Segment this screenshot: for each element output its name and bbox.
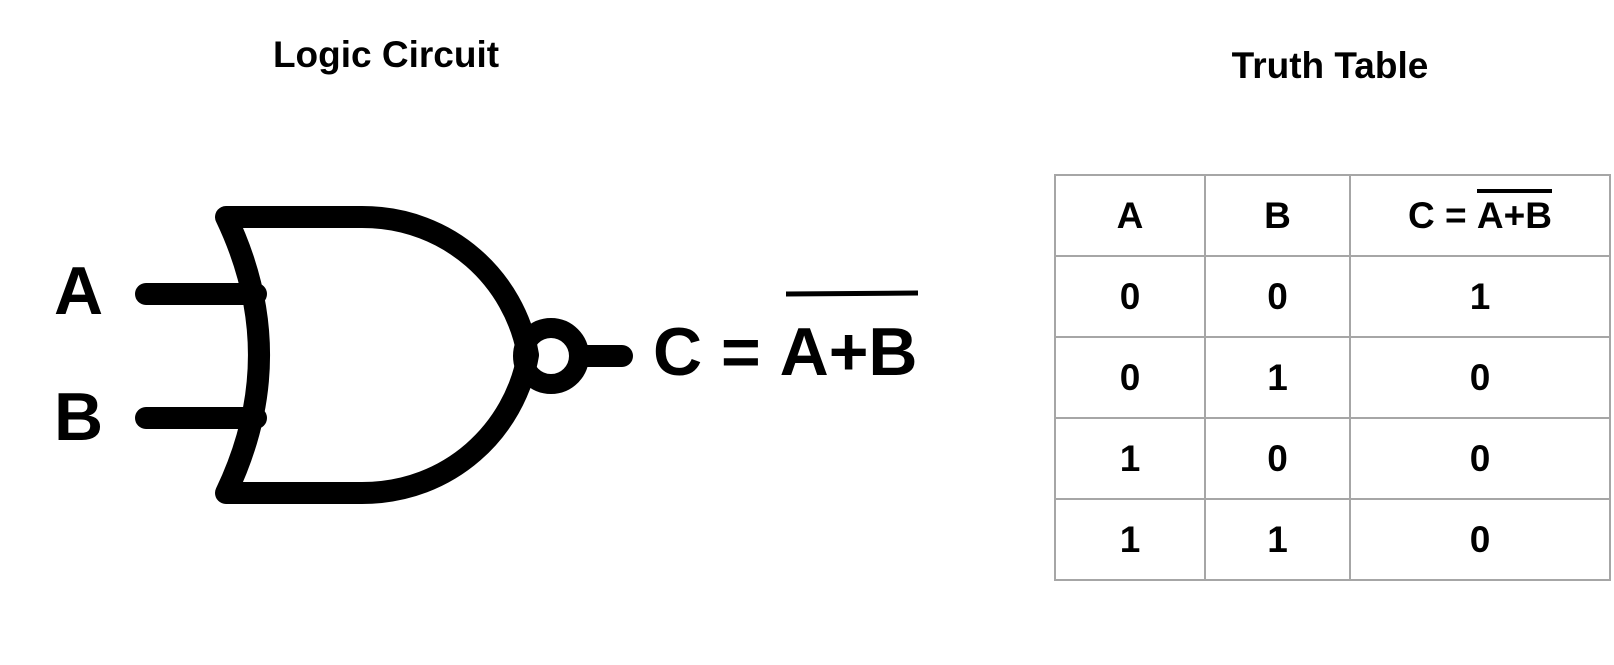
table-row: 0 1 0 (1054, 336, 1611, 419)
header-a: A (1054, 174, 1206, 257)
cell-a: 1 (1054, 417, 1206, 500)
cell-a: 1 (1054, 498, 1206, 581)
cell-c: 1 (1349, 255, 1611, 338)
nor-gate-body (215, 206, 539, 504)
table-row: 0 0 1 (1054, 255, 1611, 338)
output-expression: C = A+B (653, 318, 918, 386)
table-row: 1 0 0 (1054, 417, 1611, 500)
nor-gate-diagram (135, 206, 633, 504)
cell-a: 0 (1054, 336, 1206, 419)
cell-b: 1 (1204, 336, 1351, 419)
header-c-negated-expr: A+B (1476, 188, 1553, 236)
truth-table-header-row: A B C = A+B (1054, 174, 1611, 257)
table-row: 1 1 0 (1054, 498, 1611, 581)
header-c: C = A+B (1349, 174, 1611, 257)
cell-c: 0 (1349, 336, 1611, 419)
input-b-label: B (54, 379, 104, 455)
cell-b: 1 (1204, 498, 1351, 581)
output-prefix: C = (653, 314, 780, 390)
cell-c: 0 (1349, 498, 1611, 581)
cell-c: 0 (1349, 417, 1611, 500)
input-a-label: A (54, 253, 104, 329)
header-b: B (1204, 174, 1351, 257)
header-c-prefix: C = (1408, 194, 1477, 236)
circuit-title: Logic Circuit (272, 34, 500, 75)
truth-table: A B C = A+B 0 0 1 0 1 0 1 0 0 1 1 0 (1054, 174, 1611, 581)
cell-b: 0 (1204, 417, 1351, 500)
truth-table-title: Truth Table (1231, 45, 1429, 86)
cell-a: 0 (1054, 255, 1206, 338)
output-negated-expr: A+B (779, 314, 918, 390)
cell-b: 0 (1204, 255, 1351, 338)
